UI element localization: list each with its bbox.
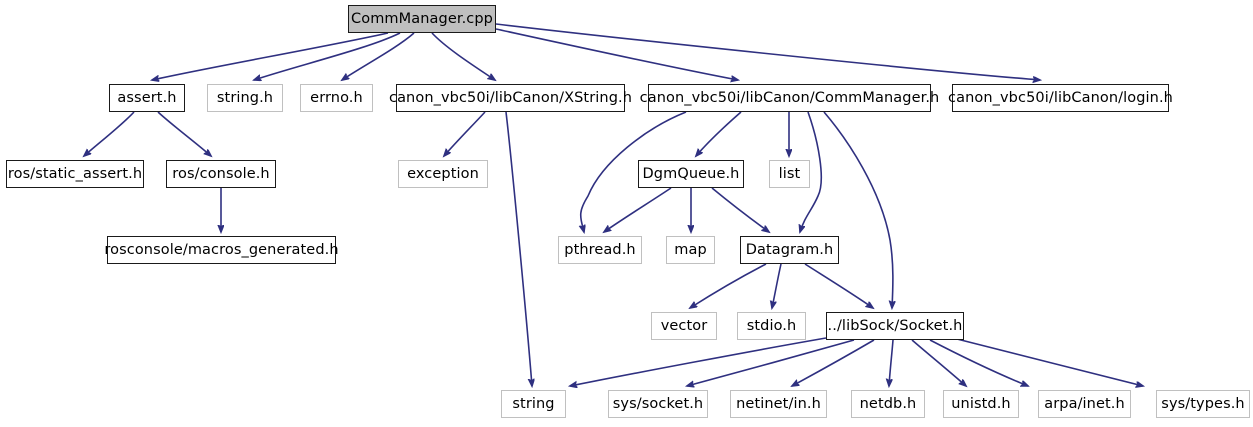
node-label-vector: vector bbox=[660, 317, 708, 334]
node-commmanager_cpp[interactable]: CommManager.cpp bbox=[348, 5, 496, 33]
node-label-sys_types_h: sys/types.h bbox=[1161, 395, 1245, 412]
node-netinet_in_h[interactable]: netinet/in.h bbox=[730, 390, 827, 418]
edge-socket_h-to-arpa_inet_h bbox=[929, 339, 1028, 386]
node-dgmqueue_h[interactable]: DgmQueue.h bbox=[638, 160, 744, 188]
node-ros_static_assert_h[interactable]: ros/static_assert.h bbox=[6, 160, 144, 188]
node-label-commmanager_cpp: CommManager.cpp bbox=[351, 10, 493, 27]
node-login_h[interactable]: canon_vbc50i/libCanon/login.h bbox=[948, 84, 1173, 112]
edge-commmanager_cpp-to-assert_h bbox=[152, 32, 389, 80]
node-stdio_h[interactable]: stdio.h bbox=[737, 312, 806, 340]
edge-socket_h-to-netinet_in_h bbox=[792, 339, 875, 386]
edge-socket_h-to-unistd_h bbox=[911, 339, 966, 386]
edge-xstring_h-to-string bbox=[505, 111, 532, 386]
node-label-exception: exception bbox=[407, 165, 479, 182]
node-label-xstring_h: canon_vbc50i/libCanon/XString.h bbox=[389, 89, 632, 106]
node-label-string_h: string.h bbox=[216, 89, 274, 106]
node-label-pthread_h: pthread.h bbox=[564, 241, 636, 258]
node-assert_h[interactable]: assert.h bbox=[109, 84, 185, 112]
node-map[interactable]: map bbox=[666, 236, 715, 264]
node-xstring_h[interactable]: canon_vbc50i/libCanon/XString.h bbox=[389, 84, 632, 112]
edge-commmanager_cpp-to-string_h bbox=[254, 32, 401, 80]
edge-commmanager_h-to-dgmqueue_h bbox=[696, 111, 742, 156]
node-label-assert_h: assert.h bbox=[117, 89, 177, 106]
edge-dgmqueue_h-to-pthread_h bbox=[604, 187, 672, 232]
edge-socket_h-to-string bbox=[570, 337, 827, 386]
edge-xstring_h-to-exception bbox=[444, 111, 486, 156]
edge-commmanager_h-to-socket_h bbox=[823, 111, 893, 308]
node-label-commmanager_h: canon_vbc50i/libCanon/CommManager.h bbox=[639, 89, 940, 106]
node-unistd_h[interactable]: unistd.h bbox=[943, 390, 1019, 418]
node-label-netdb_h: netdb.h bbox=[859, 395, 917, 412]
node-label-map: map bbox=[674, 241, 707, 258]
node-label-string: string bbox=[512, 395, 555, 412]
edge-commmanager_cpp-to-xstring_h bbox=[431, 32, 495, 80]
node-label-ros_console_h: ros/console.h bbox=[172, 165, 270, 182]
edge-commmanager_cpp-to-login_h bbox=[495, 23, 1040, 80]
node-vector[interactable]: vector bbox=[651, 312, 717, 340]
node-label-arpa_inet_h: arpa/inet.h bbox=[1044, 395, 1125, 412]
node-label-socket_h: ../libSock/Socket.h bbox=[827, 317, 963, 334]
node-netdb_h[interactable]: netdb.h bbox=[851, 390, 925, 418]
node-ros_console_h[interactable]: ros/console.h bbox=[166, 160, 276, 188]
node-pthread_h[interactable]: pthread.h bbox=[558, 236, 642, 264]
node-label-unistd_h: unistd.h bbox=[951, 395, 1011, 412]
edge-datagram_h-to-stdio_h bbox=[772, 263, 782, 308]
node-label-login_h: canon_vbc50i/libCanon/login.h bbox=[948, 89, 1173, 106]
node-socket_h[interactable]: ../libSock/Socket.h bbox=[826, 312, 964, 340]
node-label-datagram_h: Datagram.h bbox=[745, 241, 834, 258]
edge-commmanager_h-to-pthread_h bbox=[581, 111, 687, 232]
node-errno_h[interactable]: errno.h bbox=[300, 84, 373, 112]
node-datagram_h[interactable]: Datagram.h bbox=[740, 236, 839, 264]
edge-assert_h-to-ros_static_assert_h bbox=[84, 111, 135, 156]
edge-socket_h-to-netdb_h bbox=[889, 339, 894, 386]
node-label-sys_socket_h: sys/socket.h bbox=[612, 395, 704, 412]
edge-socket_h-to-sys_types_h bbox=[952, 337, 1143, 386]
node-commmanager_h[interactable]: canon_vbc50i/libCanon/CommManager.h bbox=[640, 84, 939, 112]
node-label-ros_static_assert_h: ros/static_assert.h bbox=[7, 165, 143, 182]
edge-commmanager_h-to-datagram_h bbox=[800, 111, 823, 232]
node-label-rosconsole_macros_generated_h: rosconsole/macros_generated.h bbox=[104, 241, 339, 258]
node-label-errno_h: errno.h bbox=[310, 89, 363, 106]
edge-datagram_h-to-vector bbox=[690, 263, 767, 308]
edge-dgmqueue_h-to-datagram_h bbox=[711, 187, 769, 232]
edge-socket_h-to-sys_socket_h bbox=[687, 339, 855, 386]
node-label-stdio_h: stdio.h bbox=[746, 317, 797, 334]
node-rosconsole_macros_generated_h[interactable]: rosconsole/macros_generated.h bbox=[104, 236, 339, 264]
node-sys_types_h[interactable]: sys/types.h bbox=[1156, 390, 1250, 418]
node-sys_socket_h[interactable]: sys/socket.h bbox=[608, 390, 708, 418]
node-arpa_inet_h[interactable]: arpa/inet.h bbox=[1038, 390, 1131, 418]
node-label-netinet_in_h: netinet/in.h bbox=[736, 395, 821, 412]
node-exception[interactable]: exception bbox=[398, 160, 488, 188]
edge-datagram_h-to-socket_h bbox=[804, 263, 873, 308]
node-string_h[interactable]: string.h bbox=[207, 84, 283, 112]
node-list[interactable]: list bbox=[769, 160, 810, 188]
edge-commmanager_cpp-to-commmanager_h bbox=[495, 28, 738, 80]
edge-commmanager_cpp-to-errno_h bbox=[342, 32, 415, 80]
edge-assert_h-to-ros_console_h bbox=[157, 111, 211, 156]
node-label-dgmqueue_h: DgmQueue.h bbox=[642, 165, 740, 182]
node-string[interactable]: string bbox=[501, 390, 566, 418]
node-label-list: list bbox=[778, 165, 801, 182]
